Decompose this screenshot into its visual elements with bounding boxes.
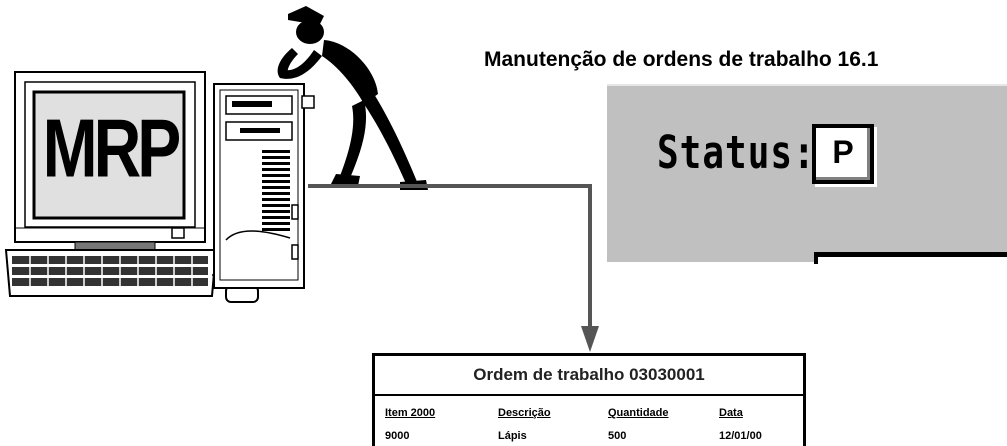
work-order-divider	[375, 394, 803, 396]
column-header-item: Item 2000	[385, 407, 436, 419]
status-panel: Status: P	[607, 84, 1007, 264]
status-value: P	[832, 134, 854, 170]
cell-item: 9000	[385, 430, 410, 442]
tower-case	[213, 83, 315, 289]
cell-quantity: 500	[608, 430, 627, 442]
cell-date: 12/01/00	[719, 430, 762, 442]
cell-description: Lápis	[498, 430, 527, 442]
keyboard	[4, 249, 218, 297]
person-figure-icon	[277, 6, 428, 190]
computer-illustration	[4, 71, 315, 303]
column-header-date: Data	[719, 407, 743, 419]
work-order-card: Ordem de trabalho 03030001 Item 2000 Des…	[372, 353, 806, 446]
screen-title: Manutenção de ordens de trabalho 16.1	[484, 48, 879, 71]
connector-arrow	[308, 184, 599, 352]
next-input-field[interactable]	[814, 252, 1007, 264]
status-field[interactable]: P	[812, 124, 874, 184]
monitor-screen-text: MRP	[42, 101, 182, 194]
work-order-title: Ordem de trabalho 03030001	[473, 365, 705, 384]
status-label: Status:	[657, 128, 816, 180]
column-header-description: Descrição	[498, 407, 551, 419]
column-header-quantity: Quantidade	[608, 407, 669, 419]
monitor	[14, 71, 206, 253]
